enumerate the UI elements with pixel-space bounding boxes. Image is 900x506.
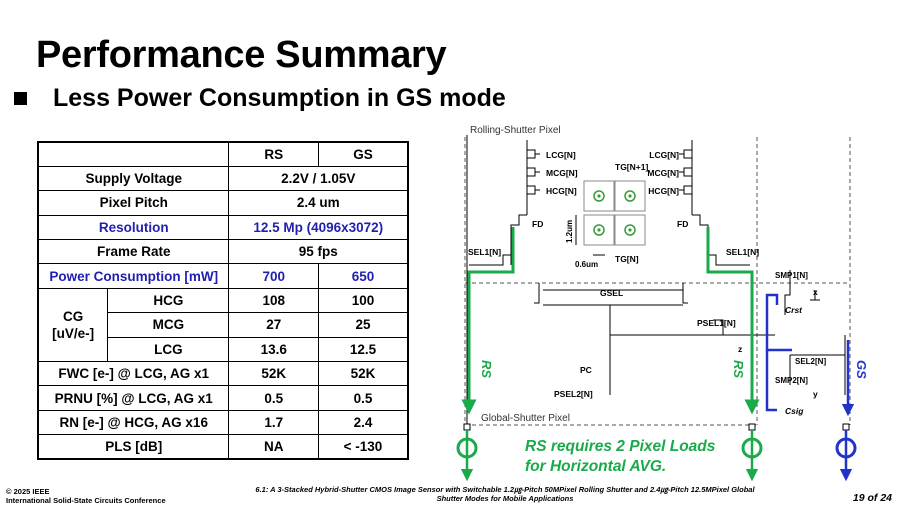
gs-label: GS bbox=[854, 360, 869, 379]
psel1-label: PSEL1[N] bbox=[697, 318, 736, 328]
table-cell: RS bbox=[228, 141, 319, 167]
table-cell: Pixel Pitch bbox=[37, 190, 230, 216]
page-number: 19 of 24 bbox=[852, 492, 892, 504]
paper-title-line2: Shutter Modes for Mobile Applications bbox=[436, 494, 574, 503]
dim-h-label: 0.6um bbox=[575, 260, 598, 269]
paper-title-line1: 6.1: A 3-Stacked Hybrid-Shutter CMOS Ima… bbox=[255, 485, 755, 494]
table-cell: 2.2V / 1.05V bbox=[228, 165, 409, 192]
lcg-right-label: LCG[N] bbox=[649, 150, 679, 160]
table-cell: GS bbox=[317, 141, 409, 167]
bullet-text: Less Power Consumption in GS mode bbox=[53, 84, 506, 112]
hcg-left-label: HCG[N] bbox=[546, 186, 577, 196]
rolling-shutter-label: Rolling-Shutter Pixel bbox=[470, 125, 561, 136]
rs-left-label: RS bbox=[479, 360, 494, 378]
csig-label: Csig bbox=[785, 406, 804, 416]
table-cell: 25 bbox=[317, 312, 409, 338]
table-cell bbox=[37, 141, 230, 167]
psel2-label: PSEL2[N] bbox=[554, 389, 593, 399]
table-cell: 700 bbox=[228, 263, 319, 289]
table-cell: Power Consumption [mW] bbox=[37, 263, 230, 289]
global-shutter-label: Global-Shutter Pixel bbox=[481, 413, 570, 424]
cg-label-line: [uV/e-] bbox=[52, 325, 95, 341]
bullet-point: Less Power Consumption in GS mode bbox=[14, 84, 506, 113]
table-cell: CG[uV/e-] bbox=[37, 287, 109, 363]
table-cell: 650 bbox=[317, 263, 409, 289]
table-cell: 2.4 bbox=[317, 409, 409, 436]
table-cell: PLS [dB] bbox=[37, 434, 230, 460]
fd-right-label: FD bbox=[677, 219, 688, 229]
table-cell: Frame Rate bbox=[37, 239, 230, 265]
table-cell: 52K bbox=[228, 361, 319, 387]
dim-v-label: 1.2um bbox=[565, 220, 574, 243]
tg-n-label: TG[N] bbox=[615, 254, 639, 264]
z-label: z bbox=[738, 344, 742, 354]
table-cell: FWC [e-] @ LCG, AG x1 bbox=[37, 361, 230, 387]
footer-paper-title: 6.1: A 3-Stacked Hybrid-Shutter CMOS Ima… bbox=[250, 485, 760, 503]
rs-note-line2: for Horizontal AVG. bbox=[525, 458, 666, 475]
crst-label: Crst bbox=[785, 305, 803, 315]
table-cell: 27 bbox=[228, 312, 319, 338]
cg-label-line: CG bbox=[63, 308, 84, 324]
table-cell: Supply Voltage bbox=[37, 165, 230, 192]
mcg-right-label: MCG[N] bbox=[647, 168, 679, 178]
table-row: PLS [dB]NA< -130 bbox=[37, 434, 409, 460]
mcg-left-label: MCG[N] bbox=[546, 168, 578, 178]
pc-label: PC bbox=[580, 365, 592, 375]
fd-left-label: FD bbox=[532, 219, 543, 229]
table-cell: PRNU [%] @ LCG, AG x1 bbox=[37, 385, 230, 411]
table-cell: < -130 bbox=[317, 434, 409, 460]
table-cell: 52K bbox=[317, 361, 409, 387]
y-label: y bbox=[813, 389, 818, 399]
sel1-left-label: SEL1[N] bbox=[468, 247, 501, 257]
table-cell: 2.4 um bbox=[228, 190, 409, 216]
footer-copyright: © 2025 IEEE International Solid-State Ci… bbox=[6, 487, 166, 505]
sel1-right-label: SEL1[N] bbox=[726, 247, 759, 257]
table-cell: 1.7 bbox=[228, 409, 319, 436]
lcg-left-label: LCG[N] bbox=[546, 150, 576, 160]
table-cell: 12.5 bbox=[317, 336, 409, 363]
table-cell: LCG bbox=[107, 336, 230, 363]
table-cell: MCG bbox=[107, 312, 230, 338]
table-cell: RN [e-] @ HCG, AG x16 bbox=[37, 409, 230, 436]
sel2-label: SEL2[N] bbox=[795, 357, 826, 366]
pixel-circuit-diagram: Rolling-Shutter Pixel Global-Shutter Pix… bbox=[456, 125, 869, 482]
table-cell: 13.6 bbox=[228, 336, 319, 363]
rs-right-label: RS bbox=[731, 360, 746, 378]
copyright-text: © 2025 IEEE bbox=[6, 487, 50, 496]
slide-title: Performance Summary bbox=[36, 34, 447, 76]
table-cell: 0.5 bbox=[317, 385, 409, 411]
table-cell: 100 bbox=[317, 287, 409, 314]
gsel-label: GSEL bbox=[600, 288, 623, 298]
table-cell: 95 fps bbox=[228, 239, 409, 265]
conference-text: International Solid-State Circuits Confe… bbox=[6, 496, 166, 505]
rs-note-line1: RS requires 2 Pixel Loads bbox=[525, 438, 716, 455]
table-cell: HCG bbox=[107, 287, 230, 314]
hcg-right-label: HCG[N] bbox=[648, 186, 679, 196]
x-label: x bbox=[813, 287, 818, 297]
table-cell: 0.5 bbox=[228, 385, 319, 411]
table-cell: NA bbox=[228, 434, 319, 460]
smp2-label: SMP2[N] bbox=[775, 376, 808, 385]
tg-n1-label: TG[N+1] bbox=[615, 162, 648, 172]
smp1-label: SMP1[N] bbox=[775, 271, 808, 280]
table-cell: 12.5 Mp (4096x3072) bbox=[228, 214, 409, 241]
square-bullet-icon bbox=[14, 92, 27, 105]
table-cell: 108 bbox=[228, 287, 319, 314]
table-cell: Resolution bbox=[37, 214, 230, 241]
